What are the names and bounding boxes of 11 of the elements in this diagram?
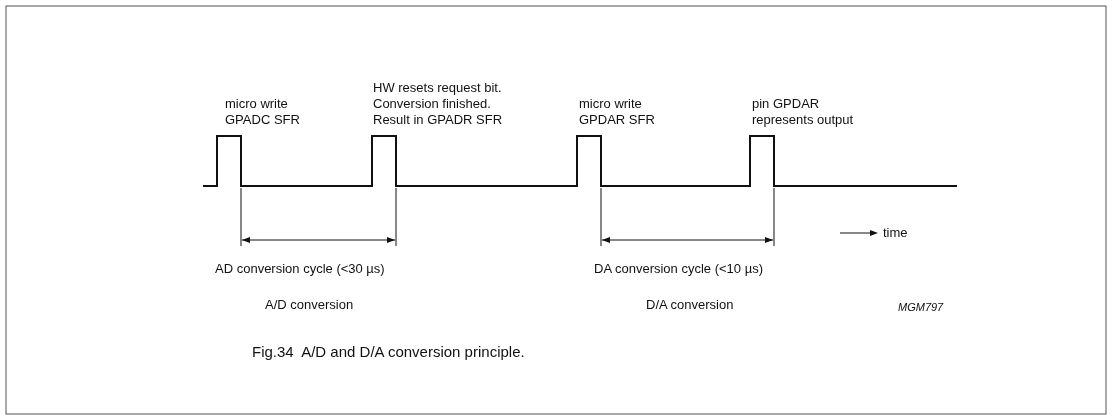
section-label: A/D conversion xyxy=(265,297,354,313)
duration-label: DA conversion cycle (<10 µs) xyxy=(594,261,763,277)
event-label: micro write GPDAR SFR xyxy=(579,96,656,128)
event-label: pin GPDAR represents output xyxy=(752,96,855,128)
event-label: micro write GPADC SFR xyxy=(225,96,301,128)
axis-label: time xyxy=(883,225,908,241)
figure-code: MGM797 xyxy=(898,300,944,315)
section-label: D/A conversion xyxy=(646,297,734,313)
figure-caption: Fig.34 A/D and D/A conversion principle. xyxy=(252,344,525,360)
duration-label: AD conversion cycle (<30 µs) xyxy=(215,261,385,277)
event-label: HW resets request bit. Conversion finished. Result in GPADR SFR xyxy=(373,80,504,128)
